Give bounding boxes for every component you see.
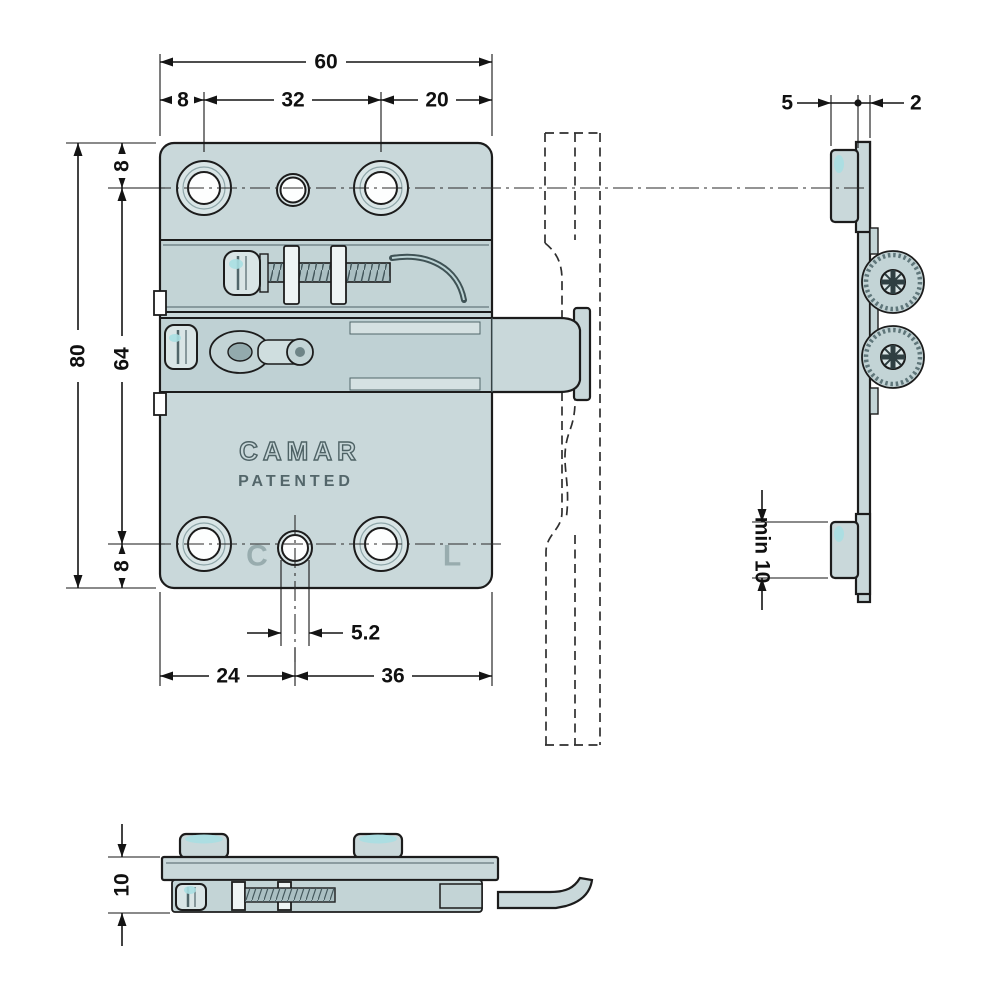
top-boss-highlight	[834, 155, 844, 173]
dim-height-seg1: 8	[111, 160, 134, 172]
patented-label: PATENTED	[238, 473, 354, 490]
label-bg	[172, 89, 194, 111]
cam-wheel-bottom	[861, 325, 925, 389]
label-bg	[209, 665, 247, 687]
cam-pivot	[227, 342, 253, 362]
dim-width-seg1: 8	[177, 89, 189, 112]
side-view	[829, 140, 925, 604]
cam-screw-head	[164, 324, 198, 370]
spine-step-lower	[869, 387, 879, 415]
link-pin	[295, 347, 305, 357]
pozidriv-marks-icon	[884, 273, 902, 291]
screw-collar	[259, 253, 269, 293]
boss-left-highlight	[185, 834, 223, 844]
dim-boss-height: min 10	[751, 517, 774, 584]
dim-height-seg2: 64	[111, 347, 134, 371]
cam-knurl	[863, 327, 923, 387]
dim-side-top: 5 2	[781, 92, 922, 148]
mark-c: C	[246, 540, 268, 573]
screw-highlight	[184, 886, 196, 894]
dim-bottom-height: 10	[111, 873, 134, 896]
cam-screw-highlight	[169, 334, 181, 342]
hook-arm-profile	[496, 876, 594, 910]
dim-width-seg3: 20	[425, 89, 448, 112]
hole-bore	[279, 176, 307, 204]
screw-highlight	[229, 259, 243, 269]
plate-edge	[160, 855, 500, 882]
label-bg	[111, 554, 133, 578]
edge-notch-lower	[153, 392, 167, 416]
boss-right-highlight	[359, 834, 397, 844]
dim-base-left: 24	[216, 665, 240, 688]
dim-front-top: 60 8 32 20	[159, 51, 493, 152]
camar-logo: CAMAR	[239, 436, 361, 466]
arm-rail-top	[349, 321, 481, 335]
dim-base-right: 36	[381, 665, 404, 688]
dim-thickness: 2	[910, 92, 922, 115]
label-bg	[111, 336, 133, 382]
cam-wheel-top	[861, 250, 925, 314]
panel-recess-upper	[544, 242, 563, 318]
dim-front-bottom: 5.2 24 36	[159, 560, 493, 688]
adjustment-screw-horizontal	[223, 245, 467, 305]
dim-bottom-view: 10	[108, 824, 170, 946]
cam-lever-assembly	[164, 324, 314, 374]
nut-1	[283, 245, 300, 305]
dim-width-seg2: 32	[281, 89, 304, 112]
label-bg	[418, 89, 456, 111]
shaft-thread	[245, 888, 335, 902]
hole-top-small	[276, 173, 310, 207]
nut-profile-1	[231, 881, 246, 911]
centerlines	[118, 187, 868, 662]
screw-thread	[258, 263, 390, 282]
dim-depth: 5	[781, 92, 793, 115]
label-bg	[274, 89, 312, 111]
dim-dot	[854, 99, 862, 107]
arm-rail-bottom	[349, 377, 481, 391]
dim-front-left: 80 8 64 8	[66, 142, 165, 589]
spine-step-upper	[869, 227, 879, 255]
pozidriv-marks-icon	[884, 348, 902, 366]
hole-bottom-right	[353, 516, 409, 572]
label-bg	[306, 51, 346, 73]
dim-width-total: 60	[314, 51, 337, 74]
hook-arm	[492, 316, 582, 394]
nut-2	[330, 245, 347, 305]
dim-height-total: 80	[67, 344, 90, 367]
edge-notch-upper	[153, 290, 167, 316]
cam-knurl	[863, 252, 923, 312]
label-bg	[67, 330, 89, 382]
label-bg	[111, 154, 133, 178]
spring-wire-highlight	[391, 255, 465, 301]
panel-front-edge-lower	[545, 392, 563, 745]
mark-l: L	[443, 540, 461, 573]
bottom-boss-highlight	[834, 526, 844, 542]
latch-block	[439, 883, 483, 909]
dim-side-boss: min 10	[751, 490, 828, 610]
dim-height-seg3: 8	[111, 560, 134, 572]
label-bg	[374, 665, 412, 687]
bottom-view	[160, 832, 594, 913]
dim-slot: 5.2	[351, 622, 380, 645]
screw-head	[223, 250, 261, 296]
screw-head-profile	[175, 883, 207, 911]
